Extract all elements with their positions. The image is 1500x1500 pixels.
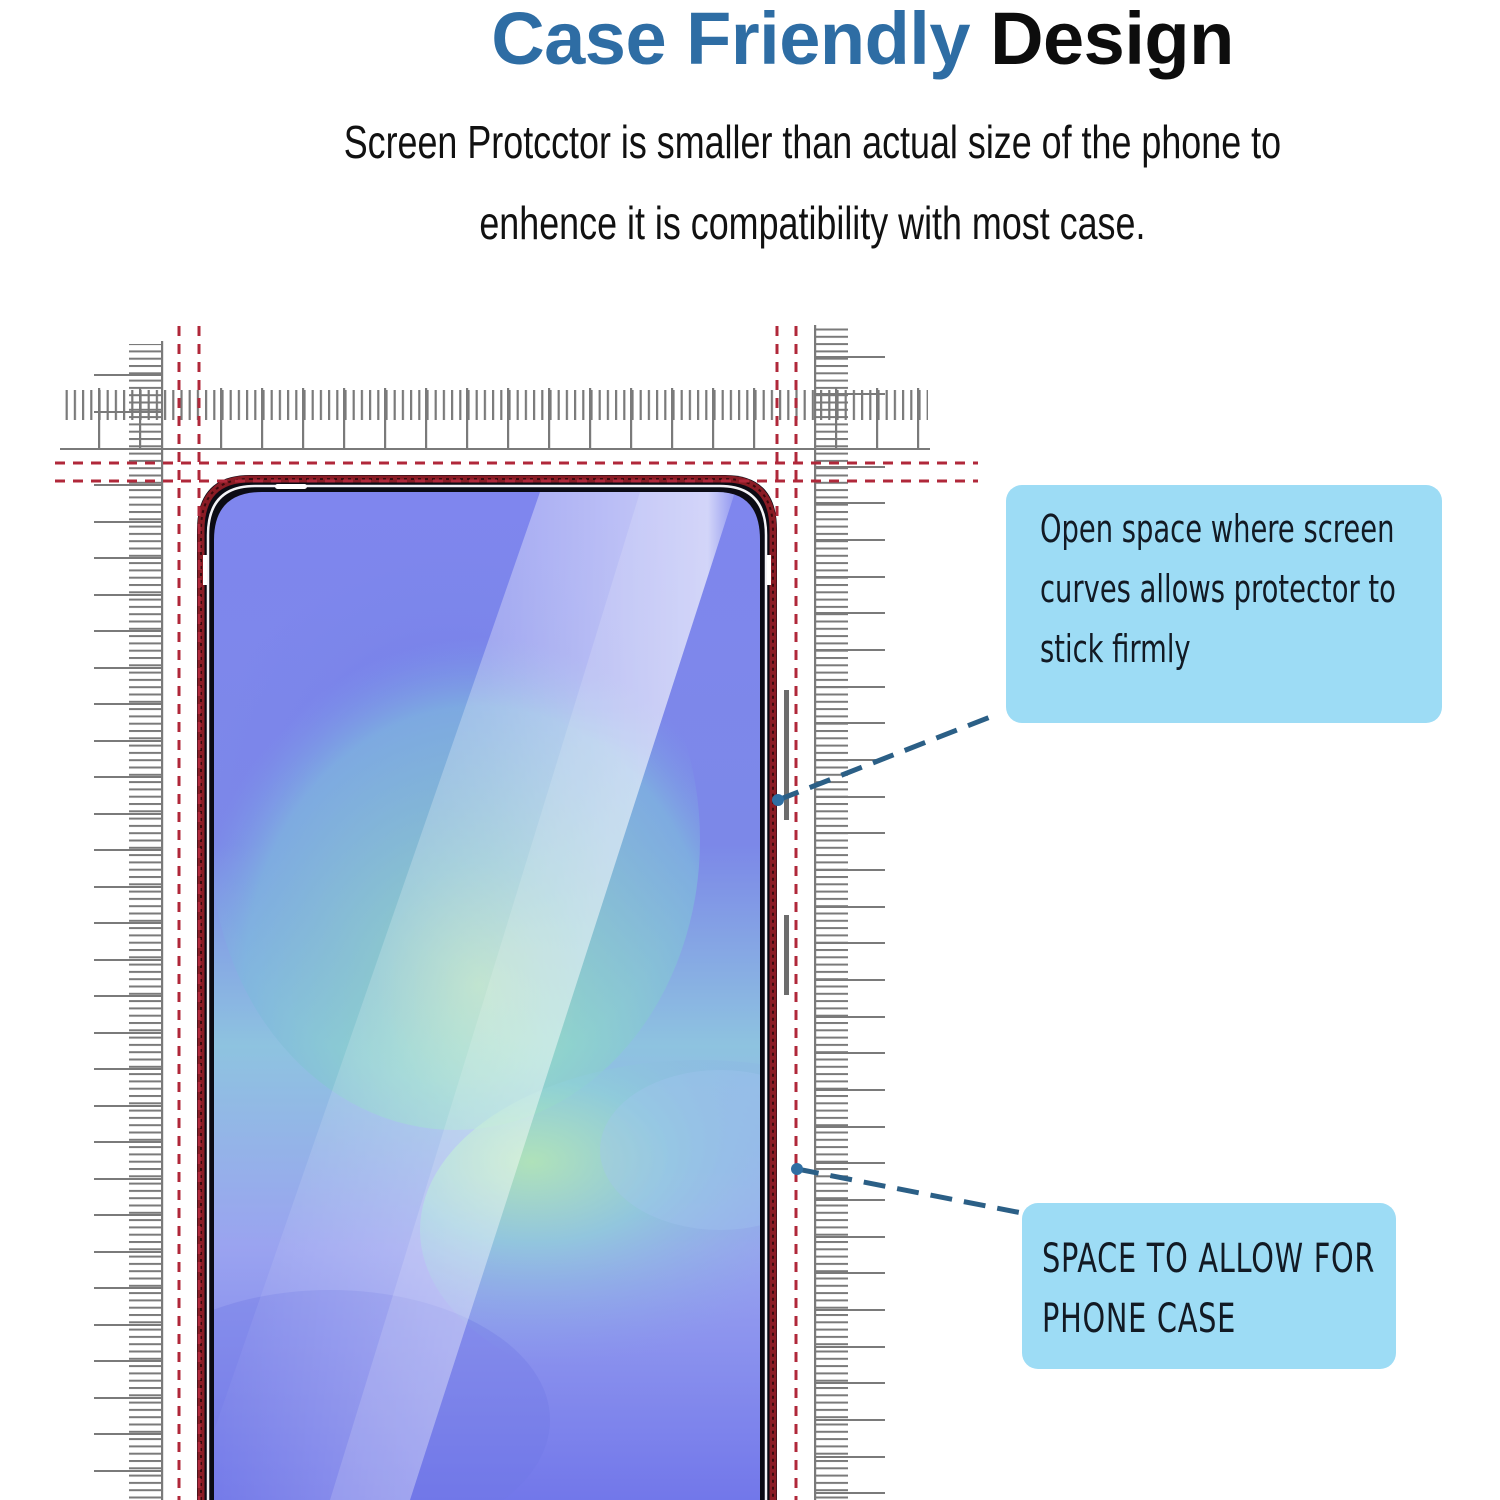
callout-open-space-line-1: Open space where screen: [1040, 507, 1395, 551]
right-ruler: [814, 325, 885, 1500]
callout-case-space: SPACE TO ALLOW FOR PHONE CASE: [1022, 1203, 1396, 1369]
subtitle-line-2: enhence it is compatibility with most ca…: [479, 197, 1146, 249]
callout-case-space-line-1: SPACE TO ALLOW FOR: [1042, 1236, 1376, 1282]
callout-case-space-line-2: PHONE CASE: [1042, 1296, 1237, 1342]
left-ruler: [94, 341, 164, 1500]
callout-connector-1: [772, 711, 999, 806]
alignment-guides: [55, 326, 978, 1500]
title-highlight: Case Friendly: [491, 0, 971, 80]
callout-connector-2: [791, 1163, 1023, 1216]
title-rest: Design: [990, 0, 1234, 80]
top-ruler: [60, 388, 930, 450]
callout-open-space-line-3: stick firmly: [1040, 627, 1191, 671]
phone-screen: [214, 492, 760, 1500]
page-title: Case Friendly Design: [0, 0, 1500, 84]
callout-open-space: Open space where screen curves allows pr…: [1006, 485, 1442, 723]
callout-open-space-line-2: curves allows protector to: [1040, 567, 1396, 611]
subtitle-line-1: Screen Protcctor is smaller than actual …: [343, 116, 1282, 168]
phone: [197, 475, 789, 1500]
